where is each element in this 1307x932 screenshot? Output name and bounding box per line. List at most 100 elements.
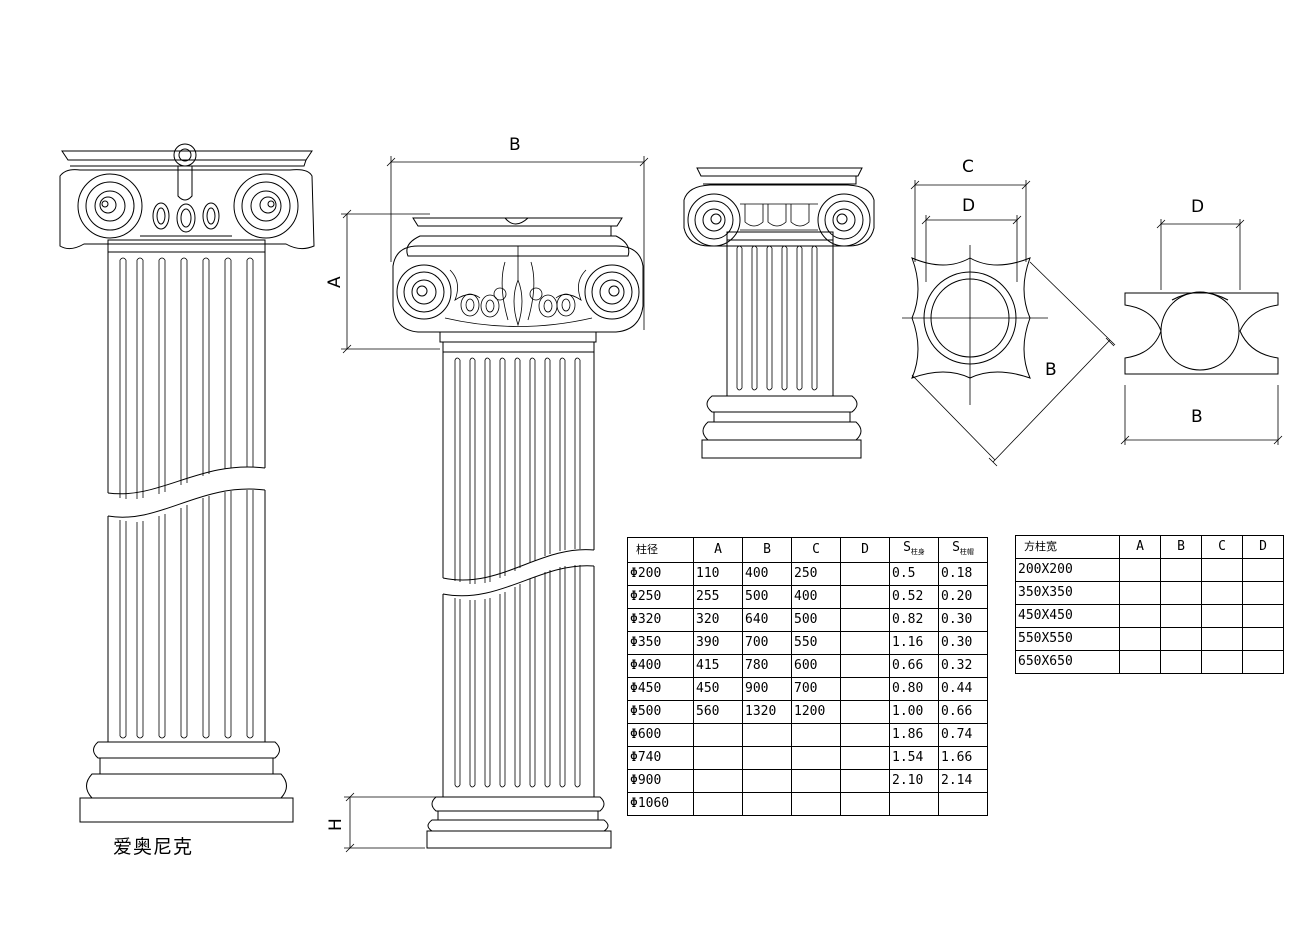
table-cell <box>1119 558 1161 582</box>
table-cell: 1.66 <box>938 746 988 770</box>
table-cell <box>840 631 890 655</box>
table-cell <box>840 608 890 632</box>
column-plan-rotated <box>902 180 1116 467</box>
table-cell: 400 <box>791 585 841 609</box>
table-header-row: 柱径 A B C D S柱身 S柱帽 <box>627 537 988 563</box>
table-cell: 390 <box>693 631 743 655</box>
header-b: B <box>742 537 792 563</box>
table-cell <box>1119 581 1161 605</box>
table-cell: 0.66 <box>889 654 939 678</box>
table-cell: 0.52 <box>889 585 939 609</box>
dim-label-b-top: B <box>509 135 521 155</box>
table-cell <box>1201 604 1243 628</box>
table-cell <box>938 792 988 816</box>
dim-label-d-flat: D <box>1191 197 1204 217</box>
ionic-column-elevation-dimensioned <box>341 156 649 853</box>
table-cell <box>1201 558 1243 582</box>
header-s1: S柱身 <box>889 537 939 563</box>
table-cell: 1.54 <box>889 746 939 770</box>
row-label-cell: Φ200 <box>627 562 694 586</box>
table-cell: 780 <box>742 654 792 678</box>
table-cell <box>1119 604 1161 628</box>
table-cell <box>742 746 792 770</box>
table-cell <box>791 746 841 770</box>
short-ionic-column-elevation <box>683 167 875 459</box>
table-cell: 1320 <box>742 700 792 724</box>
table-cell <box>840 562 890 586</box>
dim-label-h: H <box>326 818 346 831</box>
row-label-cell: 550X550 <box>1015 627 1120 651</box>
table-cell <box>791 792 841 816</box>
table-cell <box>840 585 890 609</box>
table-cell: 0.20 <box>938 585 988 609</box>
row-label-cell: Φ1060 <box>627 792 694 816</box>
table-cell: 1200 <box>791 700 841 724</box>
table-cell <box>840 723 890 747</box>
table-cell: 0.30 <box>938 631 988 655</box>
table-cell: 2.10 <box>889 769 939 793</box>
table-cell <box>840 769 890 793</box>
table-cell <box>840 677 890 701</box>
row-label-cell: Φ900 <box>627 769 694 793</box>
header-diameter: 柱径 <box>627 537 694 563</box>
table-cell <box>693 746 743 770</box>
header-a: A <box>1119 535 1161 559</box>
table-cell <box>1160 650 1202 674</box>
table-cell <box>840 654 890 678</box>
row-label-cell: Φ250 <box>627 585 694 609</box>
table-cell: 255 <box>693 585 743 609</box>
ionic-column-elevation-left <box>59 143 315 823</box>
table-row: 200X200 <box>1015 558 1284 582</box>
table-cell <box>840 700 890 724</box>
table-cell: 600 <box>791 654 841 678</box>
table-cell: 0.44 <box>938 677 988 701</box>
table-cell: 2.14 <box>938 769 988 793</box>
table-cell: 250 <box>791 562 841 586</box>
header-d: D <box>1242 535 1284 559</box>
table-cell <box>1160 558 1202 582</box>
header-c: C <box>1201 535 1243 559</box>
column-caption: 爱奥尼克 <box>113 836 194 858</box>
table-cell <box>742 792 792 816</box>
table-cell <box>889 792 939 816</box>
table-cell <box>1160 581 1202 605</box>
header-c: C <box>791 537 841 563</box>
table-cell: 0.82 <box>889 608 939 632</box>
row-label-cell: Φ740 <box>627 746 694 770</box>
table-cell <box>1242 581 1284 605</box>
header-square-width: 方柱宽 <box>1015 535 1120 559</box>
row-label-cell: Φ320 <box>627 608 694 632</box>
dim-label-a: A <box>325 276 345 288</box>
table-row: Φ1060 <box>627 792 988 816</box>
table-cell: 560 <box>693 700 743 724</box>
header-a: A <box>693 537 743 563</box>
table-cell <box>1160 604 1202 628</box>
table-cell: 0.32 <box>938 654 988 678</box>
table-cell <box>840 792 890 816</box>
table-cell: 110 <box>693 562 743 586</box>
table-cell: 640 <box>742 608 792 632</box>
table-row: 550X550 <box>1015 627 1284 651</box>
dim-label-b-rotated: B <box>1045 360 1057 380</box>
table-cell: 0.5 <box>889 562 939 586</box>
row-label-cell: Φ350 <box>627 631 694 655</box>
row-label-cell: Φ450 <box>627 677 694 701</box>
table-cell <box>1119 627 1161 651</box>
table-cell: 320 <box>693 608 743 632</box>
table-cell <box>1242 650 1284 674</box>
table-cell <box>1119 650 1161 674</box>
header-s2: S柱帽 <box>938 537 988 563</box>
table-cell <box>1242 604 1284 628</box>
dim-label-d-rotated: D <box>962 196 975 216</box>
dim-label-c: C <box>962 157 974 177</box>
